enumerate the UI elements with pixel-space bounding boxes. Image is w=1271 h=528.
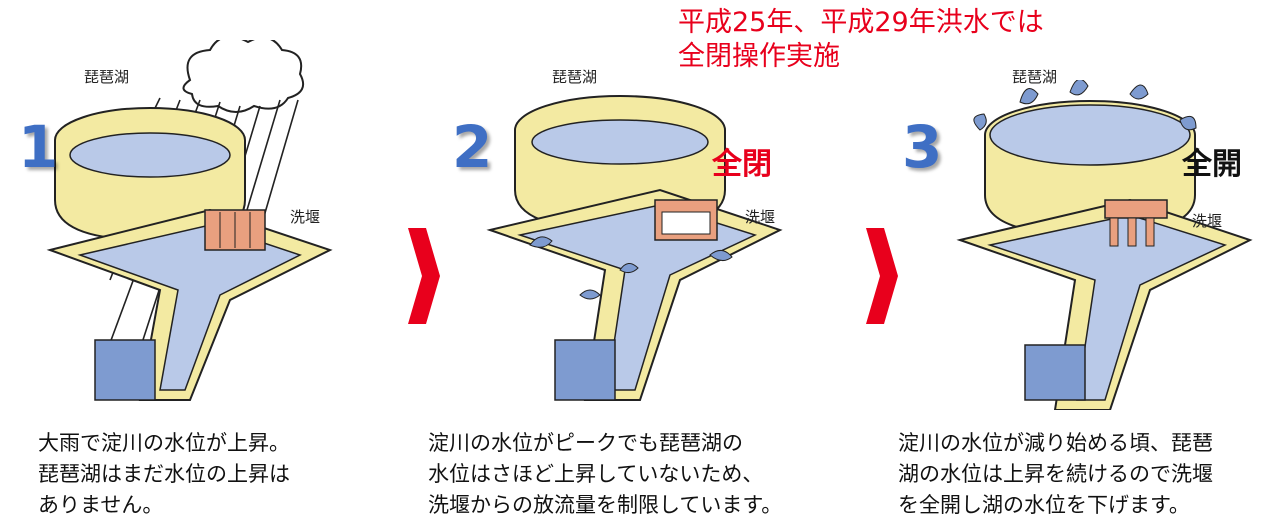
- caption-line: 水位はさほど上昇していないため、: [428, 462, 764, 486]
- step-arrow-icon: [866, 228, 898, 324]
- caption-line: 湖の水位は上昇を続けるので洗堰: [898, 462, 1213, 486]
- yodo-river-channel: [956, 198, 1253, 410]
- caption-line: 淀川の水位が減り始める頃、琵琶: [898, 431, 1213, 455]
- step-2-caption: 淀川の水位がピークでも琵琶湖の 水位はさほど上昇していないため、 洗堰からの放流…: [428, 428, 782, 521]
- step-2-panel: 2 琵琶湖 洗堰 全閉 淀川の水位がピークでも琵琶湖の 水位はさほど上昇していな…: [428, 0, 850, 528]
- flood-note-line1: 平成25年、平成29年洪水では: [678, 7, 1044, 38]
- step-number: 2: [452, 113, 493, 181]
- rain-cloud-icon: [182, 40, 304, 113]
- step-1-panel: 1 琵琶湖 洗堰 大雨で淀川の水位が上昇。 琵琶湖はまだ水位の上昇は ありません…: [0, 0, 420, 528]
- step-arrow-icon: [408, 228, 440, 324]
- splash-icon: [529, 236, 733, 300]
- splash-icon: [973, 80, 1197, 131]
- step-3-panel: 3 琵琶湖 洗堰 全開 淀川の水位が減り始める頃、琵琶 湖の水位は上昇を続けるの…: [880, 0, 1271, 528]
- step-3-caption: 淀川の水位が減り始める頃、琵琶 湖の水位は上昇を続けるので洗堰 を全開し湖の水位…: [898, 428, 1213, 521]
- lake-biwa-label: 琵琶湖: [84, 68, 130, 86]
- flood-note: 平成25年、平成29年洪水では 全閉操作実施: [678, 6, 1044, 74]
- caption-line: 洗堰からの放流量を制限しています。: [428, 493, 783, 517]
- lake-biwa-label: 琵琶湖: [1012, 68, 1058, 86]
- weir-gate: [1104, 199, 1168, 247]
- lake-basin: [984, 100, 1196, 237]
- step-2-illustration: [486, 95, 783, 401]
- gate-status-closed: 全閉: [712, 147, 772, 182]
- step-number: 1: [18, 113, 59, 181]
- caption-line: 琵琶湖はまだ水位の上昇は: [38, 462, 290, 486]
- weir-label: 洗堰: [290, 208, 321, 226]
- step-1-illustration: [46, 40, 333, 401]
- caption-line: 淀川の水位がピークでも琵琶湖の: [428, 431, 743, 455]
- step-3-illustration: [956, 80, 1253, 410]
- weir-gate: [654, 199, 718, 241]
- caption-line: を全開し湖の水位を下げます。: [898, 493, 1190, 517]
- step-number: 3: [902, 113, 943, 181]
- yodo-river-channel: [46, 208, 333, 401]
- lake-biwa-label: 琵琶湖: [552, 68, 598, 86]
- gate-status-open: 全開: [1182, 147, 1242, 182]
- step-1-caption: 大雨で淀川の水位が上昇。 琵琶湖はまだ水位の上昇は ありません。: [38, 428, 290, 521]
- yodo-river-channel: [486, 188, 783, 401]
- weir-label: 洗堰: [1192, 212, 1223, 230]
- caption-line: ありません。: [38, 493, 164, 517]
- weir-label: 洗堰: [745, 208, 776, 226]
- caption-line: 大雨で淀川の水位が上昇。: [38, 431, 290, 455]
- flood-note-line2: 全閉操作実施: [678, 41, 840, 72]
- weir-gate: [204, 209, 266, 251]
